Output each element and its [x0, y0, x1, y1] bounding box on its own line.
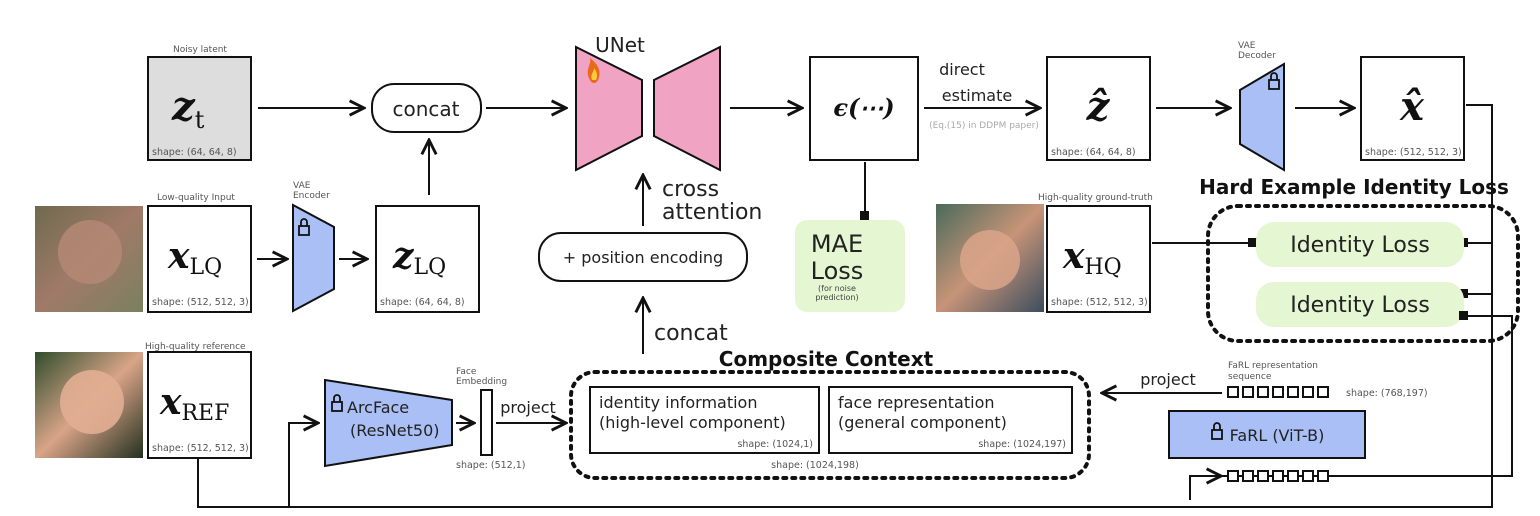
hard-example-title: Hard Example Identity Loss	[1199, 175, 1509, 199]
farl-sequence	[1227, 386, 1329, 398]
lq-label: Low-quality Input	[157, 193, 235, 203]
position-encoding-label: + position encoding	[563, 248, 723, 267]
x-lq-box	[147, 205, 252, 313]
z-lq-box	[375, 205, 480, 313]
identity-loss-2	[1256, 282, 1464, 327]
vae-encoder-label-1: VAE	[293, 181, 311, 191]
resnet50-label: (ResNet50)	[350, 421, 440, 440]
composite-context-title: Composite Context	[719, 347, 934, 371]
farl-seq-shape: shape: (768,197)	[1346, 388, 1428, 399]
farl-label: FaRL (ViT-B)	[1230, 426, 1325, 445]
composite-shape: shape: (1024,198)	[771, 460, 859, 471]
face-representation-box	[828, 386, 1073, 454]
identity-loss-1-label: Identity Loss	[1290, 233, 1430, 258]
hq-label: High-quality ground-truth	[1038, 193, 1153, 203]
z-hat-shape: shape: (64, 64, 8)	[1051, 147, 1136, 158]
z-hat-box	[1046, 56, 1151, 161]
x-hq-symbol: xHQ	[1062, 235, 1122, 280]
unet-decoder-shape	[653, 45, 721, 172]
noisy-latent-shape: shape: (64, 64, 8)	[152, 147, 237, 158]
epsilon-symbol: ϵ(⋯)	[833, 93, 894, 122]
project-right-label: project	[1140, 370, 1196, 389]
epsilon-box	[809, 56, 919, 161]
face-embedding-shape: shape: (512,1)	[456, 460, 526, 471]
mae-note-2: prediction)	[815, 293, 858, 302]
z-lq-symbol: zLQ	[392, 235, 446, 280]
x-ref-box	[147, 351, 252, 459]
fire-icon	[587, 58, 600, 83]
z-hat-symbol: ẑ	[1086, 83, 1111, 130]
noisy-latent-label: Noisy latent	[173, 45, 227, 55]
x-hq-shape: shape: (512, 512, 3)	[1051, 297, 1148, 308]
project-left-label: project	[500, 398, 556, 417]
vae-decoder-shape	[1239, 62, 1285, 172]
loss-label: Loss	[811, 257, 864, 285]
x-hat-box	[1360, 56, 1465, 161]
mae-note-1: (for noise	[818, 284, 856, 293]
estimate-label: estimate	[942, 86, 1012, 105]
concat-label: concat	[392, 97, 459, 121]
unet-encoder-shape	[575, 45, 643, 172]
face-line-1: face representation	[838, 393, 995, 412]
x-lq-symbol: xLQ	[167, 235, 222, 280]
attention-label: attention	[662, 200, 762, 225]
vae-decoder-label-1: VAE	[1238, 41, 1256, 51]
mae-label: MAE	[811, 230, 863, 258]
identity-shape: shape: (1024,1)	[737, 439, 813, 450]
hard-example-group	[1206, 204, 1520, 343]
arcface-shape	[324, 378, 453, 468]
face-line-2: (general component)	[838, 413, 1007, 432]
lock-icon	[331, 394, 343, 412]
identity-loss-1	[1256, 222, 1464, 267]
identity-line-1: identity information	[599, 393, 757, 412]
farl-box	[1168, 410, 1366, 459]
noisy-latent-symbol: zt	[171, 83, 205, 134]
x-hat-symbol: x̂	[1399, 83, 1425, 130]
mae-loss-box	[795, 220, 905, 312]
lock-icon	[1268, 72, 1280, 90]
farl-input-sequence	[1227, 470, 1329, 482]
farl-seq-label-2: sequence	[1228, 372, 1272, 382]
x-hq-box	[1046, 205, 1151, 313]
concat-bottom-label: concat	[654, 321, 728, 346]
noisy-latent-box	[147, 56, 252, 161]
concat-node	[371, 83, 482, 133]
vae-encoder-label-2: Encoder	[293, 191, 330, 201]
cross-label: cross	[662, 177, 719, 202]
eq-note: (Eq.(15) in DDPM paper)	[929, 121, 1039, 131]
unet-label: UNet	[595, 33, 645, 57]
x-ref-symbol: xREF	[159, 381, 229, 426]
vae-encoder-shape	[292, 203, 335, 313]
identity-line-2: (high-level component)	[599, 413, 786, 432]
direct-label: direct	[939, 60, 985, 79]
x-lq-shape: shape: (512, 512, 3)	[152, 297, 249, 308]
face-shape: shape: (1024,197)	[978, 439, 1066, 450]
identity-loss-2-label: Identity Loss	[1290, 293, 1430, 318]
arcface-label: ArcFace	[347, 398, 409, 417]
lock-icon	[298, 218, 310, 236]
position-encoding-node	[538, 232, 748, 282]
face-embedding-vector	[480, 389, 493, 456]
lock-icon	[1211, 422, 1223, 440]
x-hat-shape: shape: (512, 512, 3)	[1365, 147, 1462, 158]
ref-label: High-quality reference	[145, 342, 246, 352]
face-embedding-label-1: Face	[456, 367, 477, 377]
composite-context-group	[569, 370, 1091, 480]
vae-decoder-label-2: Decoder	[1238, 51, 1276, 61]
face-embedding-label-2: Embedding	[456, 377, 507, 387]
farl-seq-label-1: FaRL representation	[1228, 361, 1318, 371]
x-ref-shape: shape: (512, 512, 3)	[152, 443, 249, 454]
z-lq-shape: shape: (64, 64, 8)	[380, 297, 465, 308]
identity-information-box	[589, 386, 820, 454]
